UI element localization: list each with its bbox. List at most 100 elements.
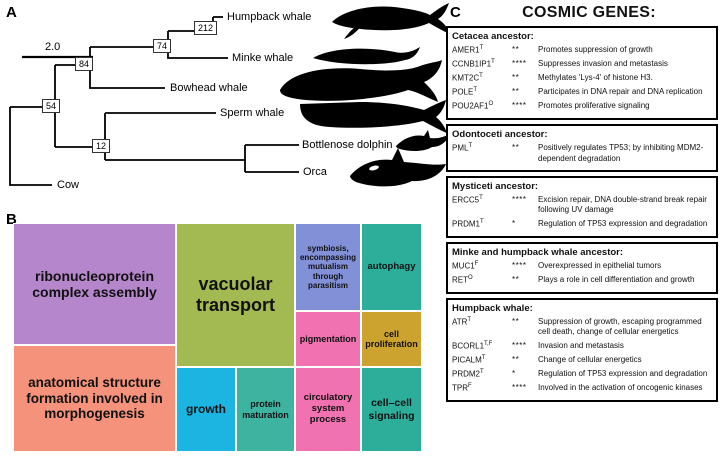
gene-symbol: AMER1: [452, 45, 480, 55]
gene-row: ERCC5T **** Excision repair, DNA double-…: [452, 195, 712, 216]
gene-description: Plays a role in cell differentiation and…: [538, 274, 695, 284]
tip-label-humpback-whale: Humpback whale: [227, 11, 312, 23]
gene-row: PICALMT ** Change of cellular energetics: [452, 355, 712, 366]
gene-row: RETO ** Plays a role in cell differentia…: [452, 275, 712, 286]
sperm-whale-silhouette: [300, 100, 447, 133]
tree-node-support-54: 54: [42, 99, 61, 113]
gene-row: PRDM1T * Regulation of TP53 expression a…: [452, 219, 712, 230]
gene-description: Promotes suppression of growth: [538, 45, 653, 54]
go-treemap: ribonucleoprotein complex assembly vacuo…: [13, 223, 422, 452]
treemap-cell-label: autophagy: [367, 260, 416, 272]
gene-description: Suppression of growth, escaping programm…: [538, 316, 702, 337]
gene-superscript: T: [491, 59, 495, 66]
gene-stars: **: [512, 274, 520, 284]
gene-description: Promotes proliferative signaling: [538, 101, 650, 111]
gene-stars: ****: [512, 382, 527, 392]
tip-label-sperm-whale: Sperm whale: [220, 107, 285, 119]
cosmic-section-header: Odontoceti ancestor:: [452, 129, 548, 141]
gene-symbol: ATR: [452, 317, 468, 327]
gene-stars: ****: [512, 260, 527, 270]
scale-bar-label: 2.0: [45, 41, 61, 53]
gene-name: PRDM2T: [452, 369, 509, 380]
gene-superscript: T: [480, 368, 484, 375]
cosmic-section-humpback-whale: Humpback whale: ATRT ** Suppression of g…: [446, 297, 718, 402]
phylogeny-branches: [9, 16, 299, 186]
gene-description: Positively regulates TP53; by inhibiting…: [538, 143, 704, 163]
gene-name: CCNB1IP1T: [452, 59, 509, 70]
treemap-cell-label: anatomical structure formation involved …: [26, 375, 163, 422]
gene-row: POU2AF1O **** Promotes proliferative sig…: [452, 101, 712, 112]
tip-label-orca: Orca: [303, 166, 327, 178]
gene-symbol: MUC1: [452, 261, 475, 271]
gene-symbol: KMT2C: [452, 73, 480, 83]
phylogeny-panel: A 2.0 54 12 84 74 212 Humpback whale Min…: [0, 0, 450, 212]
gene-stars: ****: [512, 101, 527, 111]
treemap-cell-label: pigmentation: [299, 333, 357, 344]
gene-name: PMLT: [452, 143, 509, 164]
gene-symbol: RET: [452, 275, 468, 285]
gene-superscript: F: [468, 382, 472, 389]
treemap-cell-protein-maturation: protein maturation: [236, 367, 295, 452]
cosmic-section-odontoceti: Odontoceti ancestor: PMLT ** Positively …: [446, 124, 718, 173]
gene-superscript: T: [481, 354, 486, 361]
gene-superscript: T: [479, 73, 483, 80]
gene-stars: **: [512, 354, 520, 364]
treemap-cell-symbiosis: symbiosis, encompassing mutualism throug…: [295, 223, 361, 311]
gene-description: Involved in the activation of oncogenic …: [538, 382, 703, 392]
tree-node-support-212: 212: [194, 21, 218, 35]
treemap-cell-label: symbiosis, encompassing mutualism throug…: [299, 244, 356, 290]
treemap-cell-label: protein maturation: [242, 399, 289, 420]
orca-silhouette: [350, 148, 446, 187]
gene-name: PRDM1T: [452, 219, 509, 230]
phylogeny-svg: [9, 3, 450, 187]
gene-superscript: T: [480, 218, 484, 225]
gene-name: BCORL1T,F: [452, 341, 509, 352]
bottlenose-dolphin-silhouette: [396, 130, 450, 152]
treemap-cell-anatomical-structure: anatomical structure formation involved …: [13, 345, 176, 452]
treemap-cell-label: vacuolar transport: [195, 274, 275, 315]
humpback-whale-silhouette: [332, 3, 450, 39]
gene-stars: **: [512, 143, 520, 153]
gene-symbol: BCORL1: [452, 341, 485, 351]
tree-node-support-12: 12: [92, 139, 111, 153]
gene-row: PRDM2T * Regulation of TP53 expression a…: [452, 369, 712, 380]
treemap-cell-circulatory-system: circulatory system process: [295, 367, 361, 452]
gene-name: POLET: [452, 87, 509, 98]
gene-symbol: PICALM: [452, 355, 482, 365]
gene-row: POLET ** Participates in DNA repair and …: [452, 87, 712, 98]
treemap-cell-autophagy: autophagy: [361, 223, 422, 311]
treemap-cell-growth: growth: [176, 367, 236, 452]
cosmic-section-header: Cetacea ancestor:: [452, 31, 534, 42]
tree-node-support-74: 74: [153, 39, 172, 53]
gene-superscript: T: [468, 143, 473, 150]
gene-row: CCNB1IP1T **** Suppresses invasion and m…: [452, 59, 712, 70]
treemap-cell-label: cell proliferation: [365, 328, 418, 349]
gene-name: ERCC5T: [452, 195, 509, 216]
cosmic-section-minke-humpback-ancestor: Minke and humpback whale ancestor: MUC1F…: [446, 241, 718, 294]
cosmic-section-header: Minke and humpback whale ancestor:: [452, 246, 624, 258]
treemap-cell-label: circulatory system process: [303, 392, 353, 425]
cosmic-section-header: Mysticeti ancestor:: [452, 181, 539, 193]
gene-superscript: O: [488, 101, 494, 108]
gene-symbol: PRDM2: [452, 369, 481, 379]
treemap-cell-ribonucleoprotein: ribonucleoprotein complex assembly: [13, 223, 176, 345]
gene-description: Participates in DNA repair and DNA repli…: [538, 87, 703, 97]
gene-name: ATRT: [452, 317, 509, 338]
gene-description: Excision repair, DNA double-strand break…: [538, 195, 707, 215]
panel-c-label: C: [450, 4, 461, 21]
gene-row: AMER1T ** Promotes suppression of growth: [452, 45, 712, 56]
gene-superscript: T: [473, 87, 478, 94]
gene-row: KMT2CT ** Methylates 'Lys-4' of histone …: [452, 73, 712, 84]
panel-a-label: A: [6, 4, 17, 21]
gene-description: Overexpressed in epithelial tumors: [538, 260, 662, 270]
gene-superscript: F: [474, 260, 479, 267]
gene-name: POU2AF1O: [452, 101, 509, 112]
gene-name: KMT2CT: [452, 73, 509, 84]
gene-superscript: T: [479, 195, 483, 202]
gene-superscript: T: [479, 45, 484, 51]
gene-description: Invasion and metastasis: [538, 340, 624, 350]
gene-superscript: T: [467, 316, 472, 323]
gene-name: AMER1T: [452, 45, 509, 56]
gene-description: Methylates 'Lys-4' of histone H3.: [538, 73, 653, 83]
gene-name: RETO: [452, 275, 509, 286]
